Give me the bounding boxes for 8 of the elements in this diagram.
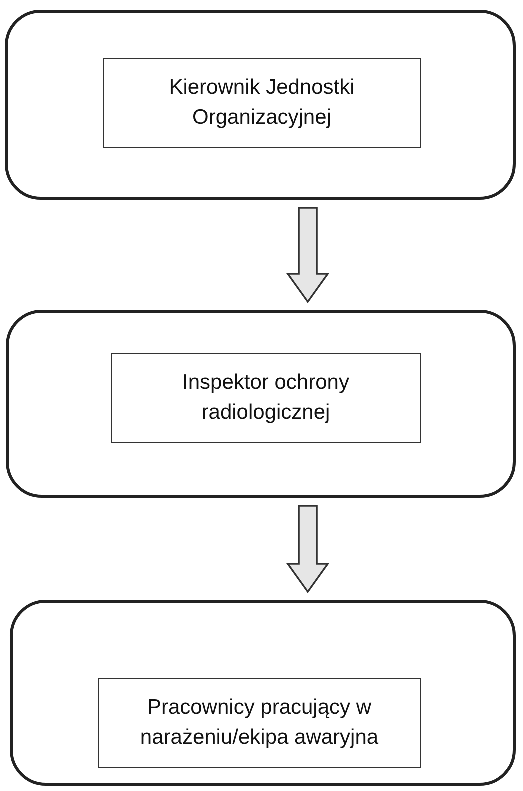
block-arrow: [286, 207, 330, 304]
group-frame: [10, 600, 516, 786]
role-box: Pracownicy pracujący w narażeniu/ekipa awaryjna: [98, 678, 421, 768]
block-arrow: [286, 505, 330, 594]
role-box: Inspektor ochrony radiologicznej: [111, 353, 421, 443]
group-frame: [6, 310, 516, 498]
group-frame: [5, 10, 516, 200]
role-box: Kierownik Jednostki Organizacyjnej: [103, 58, 421, 148]
